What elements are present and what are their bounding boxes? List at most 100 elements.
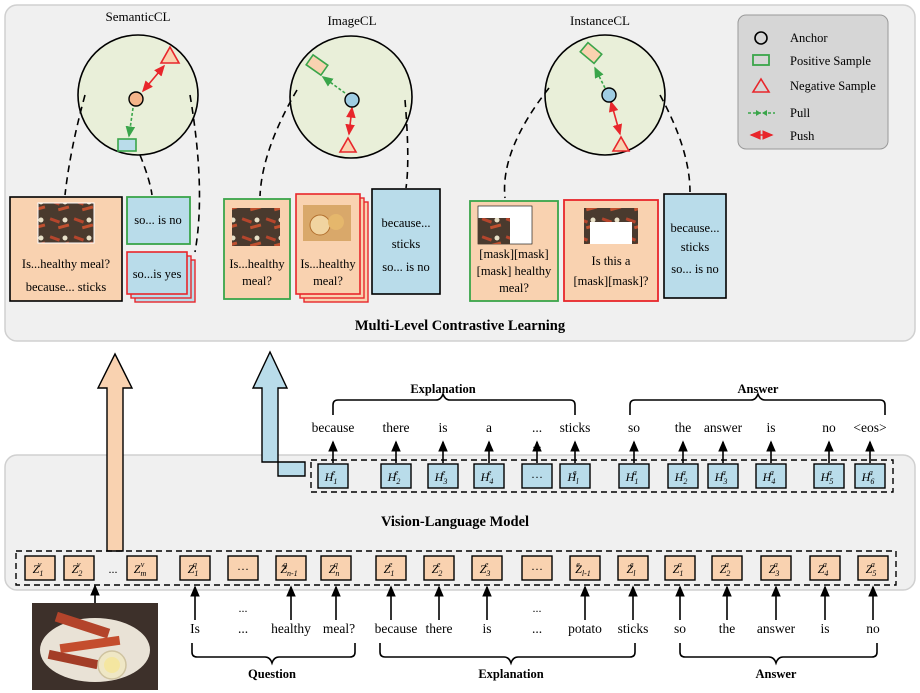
- bottom-explanation-label: Explanation: [478, 667, 543, 681]
- svg-text:so... is no: so... is no: [134, 213, 182, 227]
- top-word: there: [383, 420, 410, 435]
- z-token: ...: [109, 562, 118, 576]
- h-token: ···: [521, 463, 553, 489]
- token-label: Z2v: [72, 560, 83, 578]
- image-blue-card: because... sticks so... is no: [371, 188, 441, 295]
- token-label: ···: [531, 562, 543, 576]
- anchor-icon: [128, 91, 144, 107]
- svg-text:meal?: meal?: [313, 274, 343, 288]
- token-label: Znq: [329, 560, 340, 578]
- token-label: ···: [237, 562, 249, 576]
- top-word: ...: [532, 420, 542, 435]
- token-label: Z1q: [188, 560, 199, 578]
- positive-sample-icon: [579, 41, 603, 65]
- negative-sample-icon: [159, 45, 181, 64]
- food-image: [37, 202, 95, 244]
- svg-text:meal?: meal?: [242, 274, 272, 288]
- bottom-word: answer: [757, 621, 796, 636]
- z-token: Zn-1q: [275, 555, 307, 581]
- svg-text:because... sticks: because... sticks: [26, 280, 107, 294]
- image-neg-card-stack: Is...healthy meal?: [295, 193, 369, 303]
- h-token: H3e: [427, 463, 459, 489]
- bottom-word: potato: [568, 621, 602, 636]
- token-label: Zle: [627, 560, 637, 578]
- token-label: ···: [531, 470, 543, 484]
- orange-up-arrow: [96, 352, 134, 552]
- svg-text:because...: because...: [382, 216, 431, 230]
- token-label: Z4a: [818, 560, 829, 578]
- top-word: so: [628, 420, 640, 435]
- bottom-word: is: [482, 621, 491, 636]
- top-word: is: [438, 420, 447, 435]
- top-explanation-brace: [332, 391, 576, 415]
- top-word: <eos>: [853, 420, 886, 435]
- token-label: H2a: [674, 468, 688, 486]
- h-token: H6a: [854, 463, 886, 489]
- top-answer-brace: [629, 391, 886, 415]
- token-label: Z5a: [866, 560, 877, 578]
- h-token: H4e: [473, 463, 505, 489]
- top-word: because: [312, 420, 355, 435]
- anchor-icon: [344, 92, 360, 108]
- instance-pos-card: [mask][mask] [mask] healthy meal?: [469, 200, 559, 302]
- z-token: Z5a: [857, 555, 889, 581]
- semantic-cl-label: SemanticCL: [106, 9, 171, 24]
- bottom-explanation-brace: [379, 643, 636, 666]
- top-word: a: [486, 420, 492, 435]
- legend-pull: Pull: [790, 106, 811, 120]
- token-label: Z2e: [432, 560, 443, 578]
- bottom-dots-question: ...: [239, 601, 248, 615]
- z-token: Z2e: [423, 555, 455, 581]
- z-row-frame: [15, 550, 897, 586]
- svg-text:so...is yes: so...is yes: [133, 267, 182, 281]
- h-token: Hle: [559, 463, 591, 489]
- legend-negative: Negative Sample: [790, 79, 876, 93]
- token-label: Z1v: [33, 560, 44, 578]
- legend: Anchor Positive Sample Negative Sample P…: [737, 14, 889, 150]
- z-token: Zle: [617, 555, 649, 581]
- bottom-question-brace: [191, 643, 356, 666]
- z-token: Z2v: [63, 555, 95, 581]
- image-cl-label: ImageCL: [327, 13, 376, 28]
- svg-text:so... is no: so... is no: [671, 262, 719, 276]
- bottom-word: so: [674, 621, 686, 636]
- semantic-cl-circle: SemanticCL: [77, 9, 199, 156]
- bottom-word: no: [866, 621, 880, 636]
- z-token: Z2a: [711, 555, 743, 581]
- mlcl-title: Multi-Level Contrastive Learning: [355, 318, 566, 334]
- bottom-answer-label: Answer: [756, 667, 797, 681]
- semantic-blue-card: so... is no: [126, 196, 191, 245]
- bottom-answer-brace: [679, 643, 878, 666]
- token-label: Hle: [567, 468, 580, 486]
- svg-text:Is...healthy: Is...healthy: [229, 257, 285, 271]
- svg-text:[mask][mask]: [mask][mask]: [479, 247, 548, 261]
- instance-neg-card: Is this a [mask][mask]?: [563, 199, 659, 302]
- z-token: ···: [227, 555, 259, 581]
- positive-sample-icon: [117, 138, 137, 152]
- food-image: [232, 208, 280, 246]
- h-token: H5a: [813, 463, 845, 489]
- token-label: H1a: [625, 468, 639, 486]
- token-label: ...: [109, 562, 118, 576]
- bottom-word: the: [719, 621, 736, 636]
- bottom-word: healthy: [271, 621, 311, 636]
- token-label: Zmv: [134, 560, 147, 578]
- token-label: Zn-1q: [280, 560, 297, 578]
- z-token: Z3a: [760, 555, 792, 581]
- image-cl-circle: ImageCL: [289, 13, 413, 159]
- negative-sample-icon: [611, 135, 631, 152]
- token-label: H5a: [820, 468, 834, 486]
- token-label: Z2a: [720, 560, 731, 578]
- top-explanation-label: Explanation: [410, 382, 475, 396]
- z-token: Z4a: [809, 555, 841, 581]
- image-pos-card: Is...healthy meal?: [223, 198, 291, 300]
- bottom-word: because: [375, 621, 418, 636]
- input-food-image: [32, 603, 158, 690]
- token-label: Z3e: [480, 560, 491, 578]
- h-token: H4a: [755, 463, 787, 489]
- svg-text:Is...healthy meal?: Is...healthy meal?: [22, 257, 111, 271]
